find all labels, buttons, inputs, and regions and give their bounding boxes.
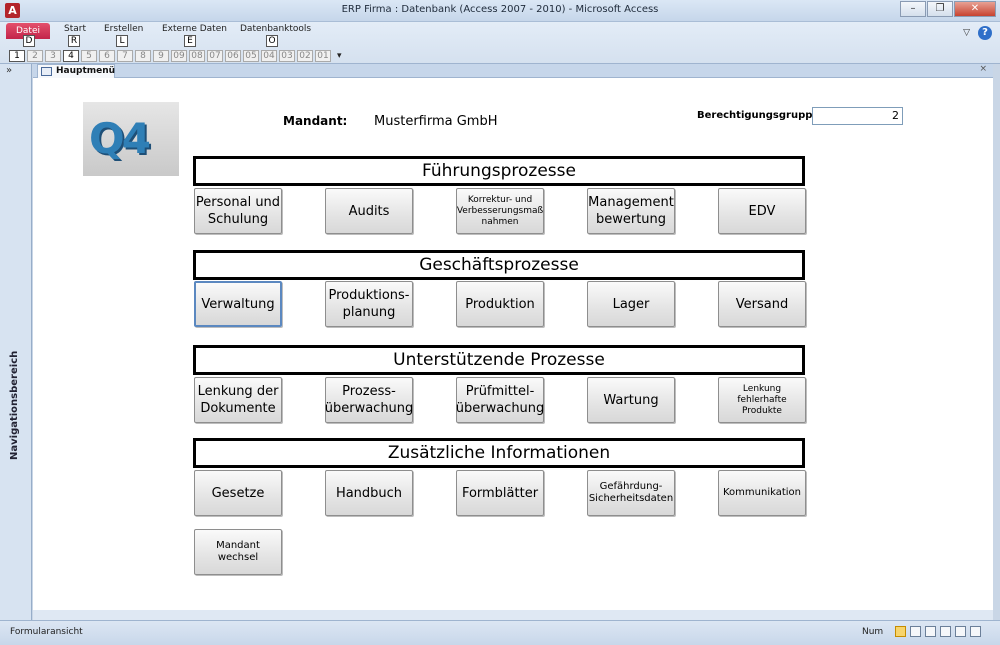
qat-key[interactable]: 4 bbox=[63, 50, 79, 62]
qat-key[interactable]: 05 bbox=[243, 50, 259, 62]
verwaltung-button[interactable]: Verwaltung bbox=[194, 281, 282, 327]
view-status: Formularansicht bbox=[10, 627, 83, 637]
close-document-icon[interactable]: × bbox=[979, 64, 987, 74]
tab-externe-daten[interactable]: Externe Daten bbox=[162, 24, 227, 34]
management-bewertung-button[interactable]: Management bewertung bbox=[587, 188, 675, 234]
minimize-button[interactable]: – bbox=[900, 1, 926, 17]
logo-text: Q4 bbox=[89, 114, 151, 163]
qat-key[interactable]: 8 bbox=[135, 50, 151, 62]
pivot-table-icon[interactable] bbox=[925, 626, 936, 637]
lenkung-fehlerhafte-produkte-button[interactable]: Lenkung fehlerhafte Produkte bbox=[718, 377, 806, 423]
keytip-datenbanktools: O bbox=[266, 35, 278, 47]
datasheet-view-icon[interactable] bbox=[910, 626, 921, 637]
keytip-externe-daten: E bbox=[184, 35, 196, 47]
produktion-button[interactable]: Produktion bbox=[456, 281, 544, 327]
kommunikation-button[interactable]: Kommunikation bbox=[718, 470, 806, 516]
qat-key[interactable]: 2 bbox=[27, 50, 43, 62]
tab-datenbanktools[interactable]: Datenbanktools bbox=[240, 24, 312, 34]
personal-schulung-button[interactable]: Personal und Schulung bbox=[194, 188, 282, 234]
korrektur-button[interactable]: Korrektur- und Verbesserungsmaß nahmen bbox=[456, 188, 544, 234]
num-lock-indicator: Num bbox=[862, 627, 884, 637]
form-view-icon[interactable] bbox=[895, 626, 906, 637]
lenkung-dokumente-button[interactable]: Lenkung der Dokumente bbox=[194, 377, 282, 423]
qat-key[interactable]: 5 bbox=[81, 50, 97, 62]
tab-datei[interactable]: Datei bbox=[6, 23, 50, 39]
keytip-start: R bbox=[68, 35, 80, 47]
tab-start[interactable]: Start bbox=[64, 24, 86, 34]
section-unterstuetzende-prozesse: Unterstützende Prozesse bbox=[193, 345, 805, 375]
form-footer bbox=[33, 610, 993, 620]
versand-button[interactable]: Versand bbox=[718, 281, 806, 327]
section-fuehrungsprozesse: Führungsprozesse bbox=[193, 156, 805, 186]
qat-key[interactable]: 04 bbox=[261, 50, 277, 62]
quick-access-toolbar: 1 2 3 4 5 6 7 8 9 09 08 07 06 05 04 03 0… bbox=[9, 50, 342, 62]
qat-key[interactable]: 1 bbox=[9, 50, 25, 62]
nav-expand-icon[interactable]: » bbox=[6, 65, 13, 76]
close-button[interactable]: ✕ bbox=[954, 1, 996, 17]
wartung-button[interactable]: Wartung bbox=[587, 377, 675, 423]
qat-key[interactable]: 6 bbox=[99, 50, 115, 62]
qat-key[interactable]: 07 bbox=[207, 50, 223, 62]
qat-key[interactable]: 08 bbox=[189, 50, 205, 62]
produktionsplanung-button[interactable]: Produktions- planung bbox=[325, 281, 413, 327]
tab-label: Hauptmenü bbox=[56, 66, 116, 76]
ribbon: Datei D Start R Erstellen L Externe Date… bbox=[0, 22, 1000, 64]
mandant-value: Musterfirma GmbH bbox=[374, 114, 498, 129]
design-view-icon[interactable] bbox=[970, 626, 981, 637]
company-logo: Q4 bbox=[83, 102, 179, 176]
access-app-icon[interactable]: A bbox=[5, 3, 20, 18]
qat-key[interactable]: 09 bbox=[171, 50, 187, 62]
window-title: ERP Firma : Datenbank (Access 2007 - 201… bbox=[341, 4, 659, 15]
gefaehrdung-sicherheitsdaten-button[interactable]: Gefährdung- Sicherheitsdaten bbox=[587, 470, 675, 516]
view-switcher bbox=[895, 626, 981, 637]
gesetze-button[interactable]: Gesetze bbox=[194, 470, 282, 516]
qat-key[interactable]: 06 bbox=[225, 50, 241, 62]
berechtigung-field[interactable]: 2 bbox=[812, 107, 903, 125]
berechtigung-label: Berechtigungsgruppe: bbox=[697, 110, 824, 121]
mandant-label: Mandant: bbox=[283, 114, 348, 128]
minimize-ribbon-icon[interactable]: ▽ bbox=[963, 28, 970, 38]
tab-erstellen[interactable]: Erstellen bbox=[104, 24, 144, 34]
qat-key[interactable]: 7 bbox=[117, 50, 133, 62]
section-geschaeftsprozesse: Geschäftsprozesse bbox=[193, 250, 805, 280]
qat-key[interactable]: 9 bbox=[153, 50, 169, 62]
pruefmittelueberwachung-button[interactable]: Prüfmittel- überwachung bbox=[456, 377, 544, 423]
maximize-button[interactable]: ❐ bbox=[927, 1, 953, 17]
help-icon[interactable]: ? bbox=[978, 26, 992, 40]
qat-key[interactable]: 01 bbox=[315, 50, 331, 62]
lager-button[interactable]: Lager bbox=[587, 281, 675, 327]
qat-key[interactable]: 03 bbox=[279, 50, 295, 62]
main-form: Q4 Mandant: Musterfirma GmbH Berechtigun… bbox=[33, 78, 993, 610]
qat-key[interactable]: 3 bbox=[45, 50, 61, 62]
formblaetter-button[interactable]: Formblätter bbox=[456, 470, 544, 516]
document-tab-bar: Hauptmenü × bbox=[33, 64, 993, 78]
handbuch-button[interactable]: Handbuch bbox=[325, 470, 413, 516]
status-bar: Formularansicht Num bbox=[0, 620, 1000, 645]
nav-pane-label[interactable]: Navigationsbereich bbox=[9, 350, 20, 460]
ribbon-help-area: ▽ ? bbox=[963, 26, 992, 40]
tab-hauptmenue[interactable]: Hauptmenü bbox=[37, 64, 115, 78]
section-zusaetzliche-informationen: Zusätzliche Informationen bbox=[193, 438, 805, 468]
title-bar: A ERP Firma : Datenbank (Access 2007 - 2… bbox=[0, 0, 1000, 22]
keytip-erstellen: L bbox=[116, 35, 128, 47]
window-controls: – ❐ ✕ bbox=[899, 1, 996, 17]
navigation-pane[interactable]: » Navigationsbereich bbox=[0, 64, 32, 620]
layout-view-icon[interactable] bbox=[955, 626, 966, 637]
qat-key[interactable]: 02 bbox=[297, 50, 313, 62]
prozessueberwachung-button[interactable]: Prozess- überwachung bbox=[325, 377, 413, 423]
audits-button[interactable]: Audits bbox=[325, 188, 413, 234]
mandant-wechsel-button[interactable]: Mandant wechsel bbox=[194, 529, 282, 575]
pivot-chart-icon[interactable] bbox=[940, 626, 951, 637]
qat-customize-icon[interactable]: ▾ bbox=[337, 51, 342, 61]
keytip-datei: D bbox=[23, 35, 35, 47]
form-icon bbox=[41, 67, 52, 76]
edv-button[interactable]: EDV bbox=[718, 188, 806, 234]
